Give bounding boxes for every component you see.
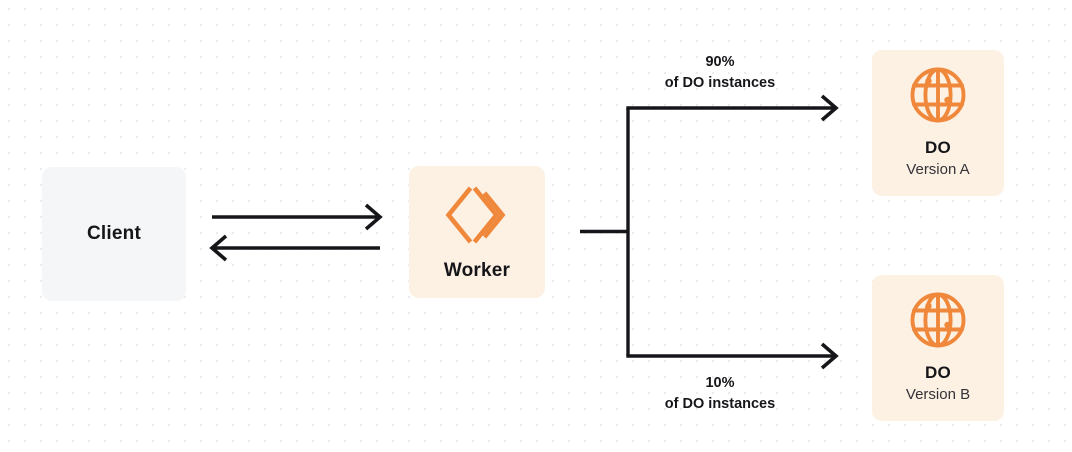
client-label: Client	[87, 223, 141, 244]
node-do-version-b[interactable]: DO Version B	[872, 275, 1004, 421]
edge-label-do-b-description: of DO instances	[664, 395, 776, 412]
node-do-version-a[interactable]: DO Version A	[872, 50, 1004, 196]
arrow-client-to-worker	[212, 203, 383, 231]
edge-label-do-a: 90% of DO instances	[605, 52, 835, 93]
arrow-worker-to-do-b	[626, 342, 839, 370]
do-a-subtitle: Version A	[906, 161, 970, 178]
edge-label-do-b-percent: 10%	[705, 375, 735, 391]
node-worker[interactable]: Worker	[409, 166, 545, 298]
worker-label: Worker	[443, 260, 511, 281]
edge-label-do-b: 10% of DO instances	[605, 373, 835, 414]
globe-icon	[909, 66, 967, 124]
do-b-title: DO	[924, 363, 952, 382]
arrow-worker-to-do-a	[626, 94, 839, 122]
branch-trunk	[580, 108, 630, 356]
do-b-subtitle: Version B	[905, 386, 971, 403]
node-client[interactable]: Client	[42, 167, 186, 301]
cloudflare-workers-logo-icon	[444, 184, 510, 246]
edge-label-do-a-percent: 90%	[705, 54, 735, 70]
do-a-title: DO	[924, 138, 952, 157]
edge-label-do-a-description: of DO instances	[664, 74, 776, 91]
arrow-worker-to-client	[209, 234, 380, 262]
globe-icon	[909, 291, 967, 349]
